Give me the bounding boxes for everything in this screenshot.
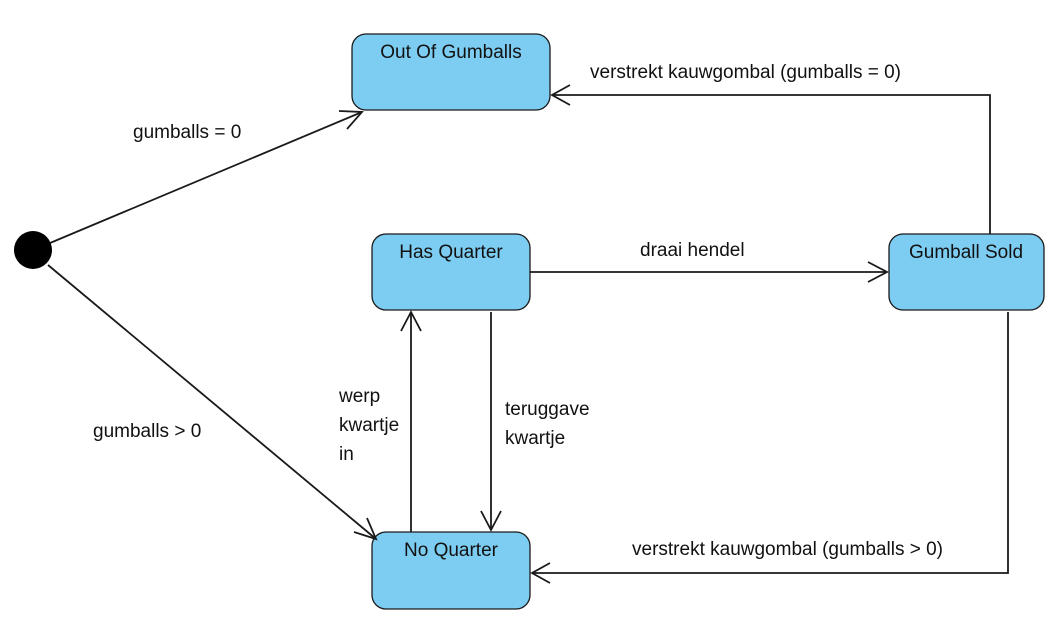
state-out-of-gumballs: Out Of Gumballs <box>351 33 551 111</box>
state-has-quarter: Has Quarter <box>371 233 531 311</box>
state-has-quarter-label: Has Quarter <box>399 242 503 263</box>
label-eject-quarter-line-1: teruggave <box>505 399 590 420</box>
state-no-quarter-label: No Quarter <box>404 540 499 561</box>
label-gumballs-greater-zero: gumballs > 0 <box>93 421 201 442</box>
label-insert-quarter-line-2: kwartje <box>339 415 399 436</box>
transition-no-quarter-to-has-quarter <box>400 310 422 532</box>
state-gumball-sold: Gumball Sold <box>888 233 1045 311</box>
label-dispense-gumball-positive: verstrekt kauwgombal (gumballs > 0) <box>632 539 943 560</box>
state-gumball-sold-label: Gumball Sold <box>909 242 1023 263</box>
transition-has-quarter-to-gumball-sold <box>530 261 889 283</box>
state-out-of-gumballs-label: Out Of Gumballs <box>380 42 522 63</box>
label-insert-quarter: werp kwartje in <box>338 386 404 465</box>
transition-sold-to-out-of-gumballs <box>550 84 991 234</box>
label-turn-crank: draai hendel <box>640 240 745 261</box>
transition-initial-to-out-of-gumballs <box>49 110 364 244</box>
transition-initial-to-no-quarter <box>47 264 378 541</box>
state-no-quarter: No Quarter <box>371 531 531 610</box>
transition-has-quarter-to-no-quarter <box>480 312 502 532</box>
label-eject-quarter-line-2: kwartje <box>505 428 565 449</box>
initial-state-node <box>14 231 52 269</box>
transition-sold-to-no-quarter <box>530 312 1009 584</box>
label-eject-quarter: teruggave kwartje <box>505 399 595 449</box>
label-insert-quarter-line-1: werp <box>338 386 380 407</box>
label-dispense-gumball-zero: verstrekt kauwgombal (gumballs = 0) <box>590 62 901 83</box>
label-insert-quarter-line-3: in <box>339 444 354 465</box>
label-gumballs-equals-zero: gumballs = 0 <box>133 122 241 143</box>
